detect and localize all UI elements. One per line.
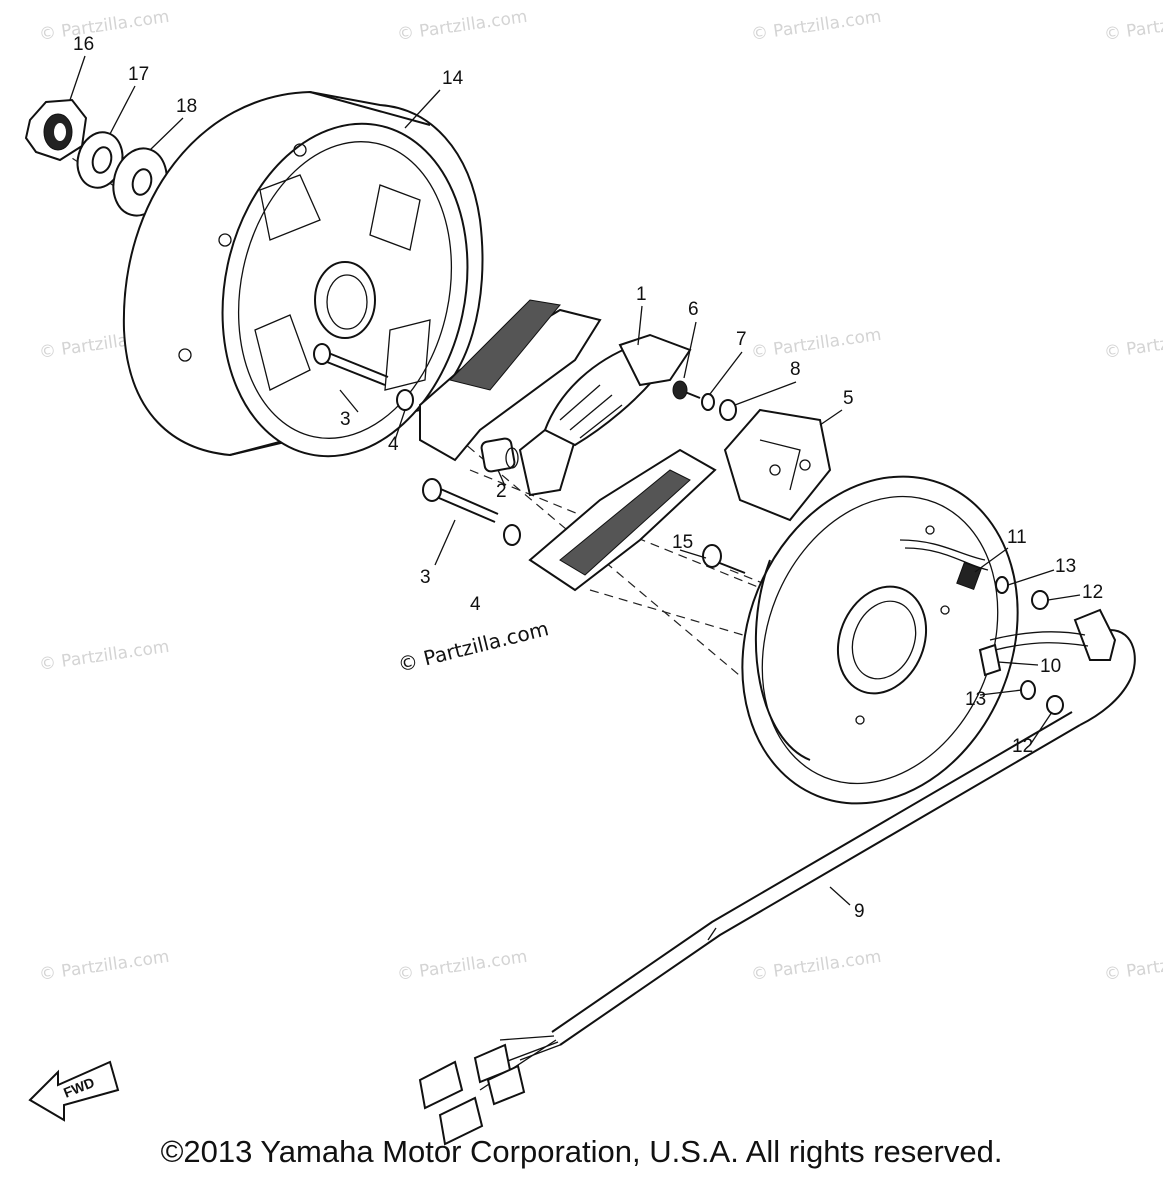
part-label: 8 xyxy=(790,359,801,380)
bracket-5 xyxy=(723,408,832,522)
stator-plate xyxy=(741,475,1019,805)
breaker-base xyxy=(419,299,602,462)
fwd-arrow-icon: FWD xyxy=(28,1060,120,1122)
coil-assembly xyxy=(518,333,692,497)
part-label: 4 xyxy=(388,434,399,455)
washer-8 xyxy=(719,399,737,421)
watermark-faint: © Partzilla.com xyxy=(396,7,529,45)
washer-13 xyxy=(1020,680,1036,700)
spacer xyxy=(480,437,519,473)
watermark-faint: © Partzilla.com xyxy=(396,947,529,985)
part-label: 12 xyxy=(1082,582,1103,603)
watermark-faint: © Partzilla.com xyxy=(750,325,883,363)
nut xyxy=(24,98,88,162)
washer-13 xyxy=(995,576,1009,594)
screw-6 xyxy=(672,380,701,400)
part-label: 5 xyxy=(843,388,854,409)
part-label: 11 xyxy=(1007,527,1027,548)
wire-harness xyxy=(418,608,1136,1146)
part-label: 2 xyxy=(496,481,507,502)
part-label: 16 xyxy=(73,34,94,55)
clamp-10 xyxy=(978,643,1002,677)
rotor-flywheel xyxy=(122,90,484,458)
watermark-faint: © Partzilla.com xyxy=(750,7,883,45)
part-label: 1 xyxy=(636,284,647,305)
watermark-faint: © Partzilla.com xyxy=(38,947,171,985)
leader-lines xyxy=(69,55,1081,906)
washer-upper xyxy=(396,389,414,411)
part-labels: 1 2 3 3 4 4 5 6 7 8 9 10 11 12 12 13 13 … xyxy=(73,34,1103,922)
part-label: 13 xyxy=(1055,556,1076,577)
screw-12 xyxy=(1046,695,1064,715)
screw-12 xyxy=(1031,590,1049,610)
part-label: 14 xyxy=(442,68,464,89)
screw-lower xyxy=(422,478,499,523)
part-label: 12 xyxy=(1012,736,1033,757)
watermark-faint: © Partzilla.com xyxy=(1103,7,1163,45)
part-label: 6 xyxy=(688,299,699,320)
washer-7 xyxy=(701,393,715,411)
watermark-faint: © Partzilla.com xyxy=(1103,325,1163,363)
part-label: 3 xyxy=(420,567,431,588)
part-label: 10 xyxy=(1040,656,1061,677)
coil-lower xyxy=(528,448,717,592)
part-label: 15 xyxy=(672,532,693,553)
watermark-main: © Partzilla.com xyxy=(395,616,551,677)
washer-lower xyxy=(503,524,521,546)
watermark-faint: © Partzilla.com xyxy=(38,7,171,45)
watermark-faint: © Partzilla.com xyxy=(38,637,171,675)
part-label: 17 xyxy=(128,64,149,85)
connector-11 xyxy=(899,539,989,591)
part-label: 4 xyxy=(470,594,481,615)
part-label: 3 xyxy=(340,409,351,430)
part-label: 9 xyxy=(854,901,865,922)
screw-upper xyxy=(313,343,389,386)
part-label: 18 xyxy=(176,96,197,117)
copyright-notice: ©2013 Yamaha Motor Corporation, U.S.A. A… xyxy=(160,1134,1003,1169)
part-label: 7 xyxy=(736,329,747,350)
screw-15 xyxy=(702,544,746,574)
part-label: 13 xyxy=(965,689,986,710)
watermark-faint: © Partzilla.com xyxy=(750,947,883,985)
watermark-faint: © Partzilla.com xyxy=(1103,947,1163,985)
